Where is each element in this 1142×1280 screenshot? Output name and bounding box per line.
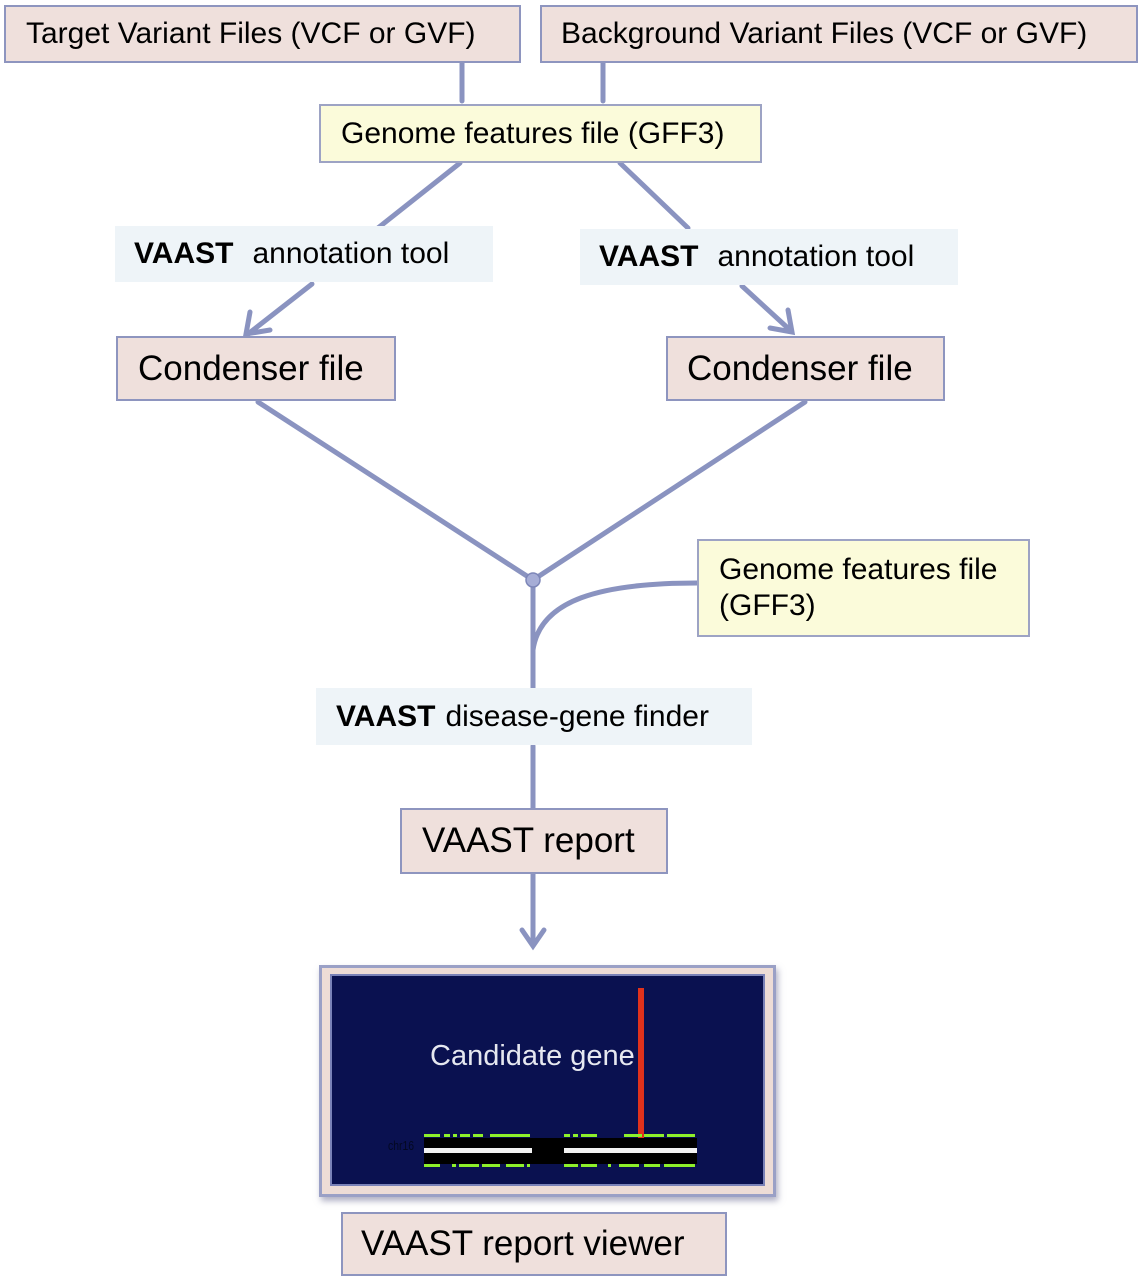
background-variant-files-box: Background Variant Files (VCF or GVF)	[540, 5, 1138, 63]
genome-features-file-side-box: Genome features file (GFF3)	[697, 539, 1030, 637]
annotation-tool-left: VAAST annotation tool	[115, 226, 493, 282]
candidate-gene-marker	[638, 988, 644, 1140]
condenser-file-left-label: Condenser file	[138, 348, 364, 388]
arrowhead-left-condenser	[242, 309, 273, 338]
target-variant-files-label: Target Variant Files (VCF or GVF)	[26, 17, 476, 50]
connector-right-condenser-to-merge	[530, 399, 808, 583]
vaast-report-viewer-box: VAAST report viewer	[341, 1212, 727, 1276]
connector-left-tool-to-condenser	[245, 281, 315, 337]
vaast-report-label: VAAST report	[422, 821, 635, 860]
chromosome-label: chr16	[388, 1138, 415, 1153]
connector-right-tool-to-condenser	[739, 283, 793, 333]
annotation-tool-left-bold: VAAST	[134, 237, 234, 270]
condenser-file-left: Condenser file	[116, 336, 396, 401]
connector-gff-to-left-tool	[375, 160, 463, 231]
connector-gff-side-curve	[530, 580, 700, 653]
candidate-gene-label: Candidate gene	[430, 1040, 635, 1072]
disease-gene-finder-label: disease-gene finder	[445, 699, 709, 733]
disease-gene-finder-bold: VAAST	[336, 699, 436, 733]
background-variant-files-label: Background Variant Files (VCF or GVF)	[561, 17, 1088, 50]
connector-gff-to-right-tool	[617, 160, 691, 231]
annotation-tool-left-label: annotation tool	[252, 237, 450, 270]
vaast-report-viewer-label: VAAST report viewer	[361, 1224, 685, 1263]
annotation-tool-right: VAAST annotation tool	[580, 229, 958, 285]
chromosome-arm-q	[564, 1148, 697, 1153]
arrowhead-right-condenser	[767, 307, 796, 336]
viewer-screen: Candidate gene chr16	[330, 974, 765, 1186]
annotation-tool-right-label: annotation tool	[717, 240, 915, 273]
genome-features-file-side-line2: (GFF3)	[719, 589, 816, 622]
condenser-file-right-label: Condenser file	[687, 348, 913, 388]
chromosome-arm-p	[424, 1148, 532, 1153]
vaast-report-box: VAAST report	[400, 808, 668, 874]
variant-marks	[424, 1134, 695, 1167]
annotation-tool-right-bold: VAAST	[599, 240, 699, 273]
genome-features-file-side-line1: Genome features file	[719, 553, 998, 586]
genome-features-file-top-label: Genome features file (GFF3)	[341, 116, 725, 150]
disease-gene-finder: VAAST disease-gene finder	[316, 688, 752, 745]
arrowhead-viewer	[519, 927, 547, 951]
merge-node	[525, 572, 541, 588]
report-viewer-screenshot: Candidate gene chr16	[319, 965, 776, 1197]
connector-left-condenser-to-merge	[255, 399, 536, 583]
condenser-file-right: Condenser file	[666, 336, 945, 401]
target-variant-files-box: Target Variant Files (VCF or GVF)	[4, 5, 521, 63]
genome-features-file-top-box: Genome features file (GFF3)	[319, 104, 762, 163]
chromosome-ideogram	[424, 1138, 697, 1164]
